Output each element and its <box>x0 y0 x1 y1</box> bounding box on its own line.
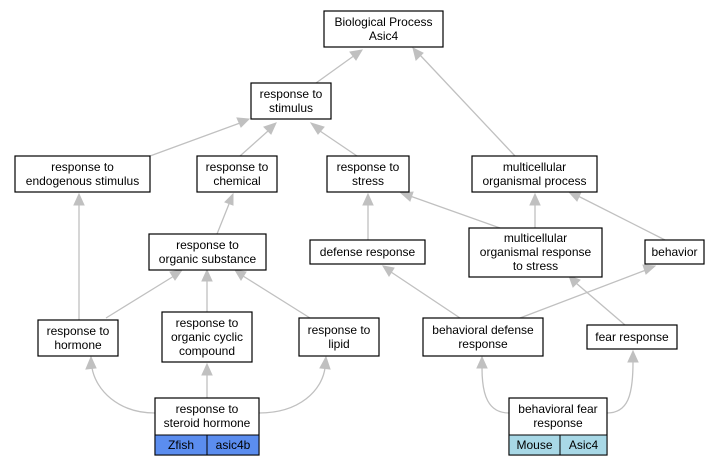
node-label-line: chemical <box>213 174 260 188</box>
node-label-line: response to <box>176 316 239 330</box>
node-label-line: lipid <box>328 337 349 351</box>
node-multicellular-organismal-process[interactable]: multicellular organismal process <box>471 155 598 193</box>
node-response-to-organic-substance[interactable]: response to organic substance <box>148 233 267 271</box>
node-label-line: response <box>533 416 583 430</box>
edge-behavfear-to-behavdefense <box>481 367 510 414</box>
graph-nodes: Biological Process Asic4 response to sti… <box>14 10 705 456</box>
edge-behavfear-to-fear <box>606 361 634 414</box>
node-label-line: Asic4 <box>369 29 399 43</box>
species-label: Zfish <box>168 438 194 452</box>
gene-tag-asic4b <box>206 434 260 456</box>
node-label-line: stimulus <box>269 101 313 115</box>
node-label-line: response to <box>176 402 239 416</box>
node-label-line: response to <box>51 160 114 174</box>
edge-behavdefense-to-behavior <box>519 269 647 319</box>
edge-organic-to-chemical <box>216 203 230 235</box>
arrowhead <box>642 264 657 275</box>
edge-multiprocess-to-bp <box>419 54 516 157</box>
arrowhead <box>169 269 184 281</box>
edge-stress-to-stimulus <box>319 130 358 157</box>
node-behavior[interactable]: behavior <box>644 239 705 265</box>
node-label-line: hormone <box>54 338 102 352</box>
node-label-line: stress <box>352 174 384 188</box>
node-behavioral-fear-response[interactable]: behavioral fear response Mouse Asic4 <box>508 397 608 456</box>
node-label-line: behavior <box>651 245 697 259</box>
node-label-line: multicellular <box>503 160 566 174</box>
edge-behavior-to-multiprocess <box>577 195 666 241</box>
edge-lipid-to-organic <box>242 275 311 319</box>
node-response-to-organic-cyclic-compound[interactable]: response to organic cyclic compound <box>161 311 253 363</box>
node-label-line: to stress <box>513 259 558 273</box>
node-label-line: response to <box>176 238 239 252</box>
arrowhead <box>201 268 213 282</box>
edge-endogenous-to-stimulus <box>149 122 241 157</box>
species-label: Mouse <box>516 438 552 452</box>
node-response-to-stress[interactable]: response to stress <box>326 155 410 193</box>
arrowhead <box>476 355 488 369</box>
node-label-line: organic substance <box>159 252 257 266</box>
node-label-line: response to <box>337 160 400 174</box>
arrowhead <box>412 47 424 61</box>
edge-steroid-to-lipid <box>258 367 326 414</box>
arrowhead <box>567 191 582 202</box>
node-multicellular-organismal-response-to-stress[interactable]: multicellular organismal response to str… <box>468 227 603 278</box>
node-response-to-steroid-hormone[interactable]: response to steroid hormone Zfish asic4b <box>154 397 260 456</box>
arrowhead <box>362 192 374 206</box>
node-label-line: endogenous stimulus <box>26 174 139 188</box>
node-label-line: response <box>458 337 508 351</box>
node-label-line: response to <box>47 324 110 338</box>
gene-label: Asic4 <box>569 438 599 452</box>
arrowhead <box>224 192 234 206</box>
arrowhead <box>236 117 251 128</box>
arrowhead <box>263 122 277 135</box>
node-biological-process[interactable]: Biological Process Asic4 <box>323 10 444 48</box>
node-label-line: organismal process <box>482 174 586 188</box>
arrowhead <box>349 49 363 61</box>
node-label-line: behavioral fear <box>518 402 597 416</box>
node-fear-response[interactable]: fear response <box>586 324 678 350</box>
node-label-line: multicellular <box>504 231 567 245</box>
node-label-line: steroid hormone <box>164 416 251 430</box>
edge-hormone-to-organic <box>105 275 175 319</box>
arrowhead <box>85 355 97 370</box>
edge-stimulus-to-bp <box>315 54 356 84</box>
arrowhead <box>627 349 639 363</box>
edge-chemical-to-stimulus <box>239 130 269 157</box>
arrowhead <box>234 269 247 281</box>
node-label-line: fear response <box>595 330 669 344</box>
gene-label: asic4b <box>216 438 251 452</box>
node-response-to-chemical[interactable]: response to chemical <box>196 155 278 193</box>
node-label-line: defense response <box>320 245 416 259</box>
node-label-line: response to <box>308 323 371 337</box>
node-label-line: behavioral defense <box>432 323 534 337</box>
node-label-line: response to <box>206 160 269 174</box>
arrowhead <box>382 265 395 277</box>
node-label-line: Biological Process <box>334 15 432 29</box>
arrowhead <box>309 122 325 135</box>
node-response-to-stimulus[interactable]: response to stimulus <box>250 82 332 120</box>
node-response-to-endogenous-stimulus[interactable]: response to endogenous stimulus <box>14 155 151 193</box>
arrowhead <box>73 192 85 206</box>
arrowhead <box>399 191 414 202</box>
node-response-to-hormone[interactable]: response to hormone <box>37 319 119 357</box>
node-label-line: organic cyclic <box>171 330 243 344</box>
edge-steroid-to-hormone <box>91 367 156 414</box>
node-defense-response[interactable]: defense response <box>309 239 426 265</box>
arrowhead <box>319 355 331 370</box>
node-label-line: response to <box>260 87 323 101</box>
edge-fear-to-multistress <box>575 282 626 326</box>
graph-edges <box>73 47 666 414</box>
arrowhead <box>201 362 213 376</box>
gene-tag-asic4 <box>559 434 608 456</box>
node-label-line: compound <box>179 344 235 358</box>
edge-multistress-to-stress <box>409 195 501 229</box>
arrowhead <box>529 192 541 206</box>
node-behavioral-defense-response[interactable]: behavioral defense response <box>422 317 544 357</box>
edge-behavdefense-to-defense <box>390 271 461 319</box>
arrowhead <box>568 275 581 288</box>
node-label-line: organismal response <box>480 245 592 259</box>
node-response-to-lipid[interactable]: response to lipid <box>298 317 380 357</box>
